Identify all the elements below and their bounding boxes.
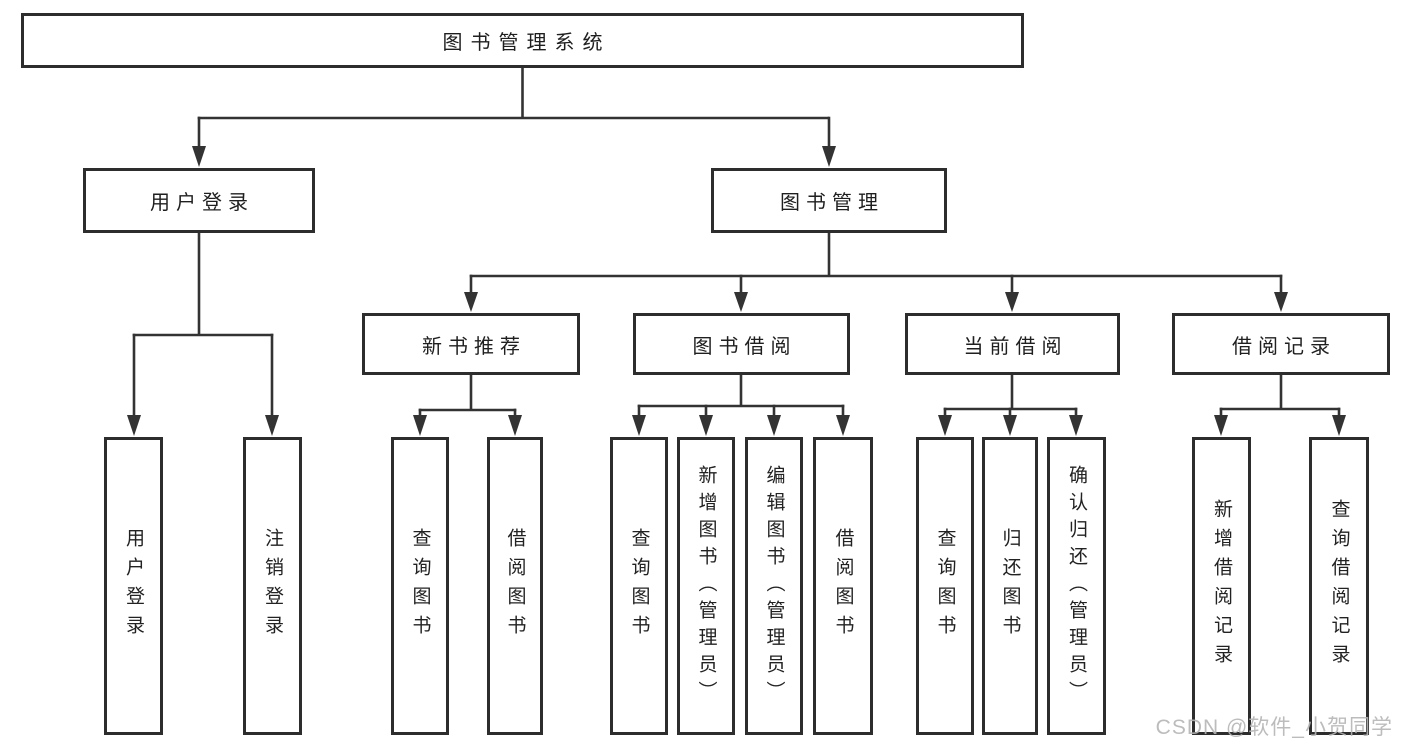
edge-book-borrow-to-leaves	[632, 375, 850, 436]
node-leaf-newrec-borrow-book: 借阅图书	[487, 437, 543, 735]
node-leaf-current-query-book-label: 查询图书	[934, 528, 956, 644]
node-leaf-logout: 注销登录	[243, 437, 302, 735]
node-leaf-current-query-book: 查询图书	[916, 437, 974, 735]
node-leaf-confirm-return-admin: 确认归还（管理员）	[1047, 437, 1106, 735]
node-root-system-label: 图书管理系统	[442, 32, 611, 54]
edge-root-to-level2	[192, 68, 836, 167]
edge-borrow-records-to-leaves	[1214, 375, 1346, 436]
node-leaf-borrow-borrow-book: 借阅图书	[813, 437, 873, 735]
node-book-mgmt: 图书管理	[711, 168, 947, 233]
edge-current-borrow-to-leaves	[938, 375, 1083, 436]
node-leaf-logout-label: 注销登录	[262, 528, 283, 644]
node-leaf-newrec-borrow-book-label: 借阅图书	[504, 528, 526, 644]
node-leaf-edit-book-admin-label: 编辑图书（管理员）	[763, 464, 785, 708]
node-current-borrow: 当前借阅	[905, 313, 1120, 375]
node-leaf-add-book-admin-label: 新增图书（管理员）	[695, 464, 717, 708]
node-new-book-rec: 新书推荐	[362, 313, 580, 375]
edge-new-book-rec-to-leaves	[413, 375, 522, 436]
node-leaf-add-book-admin: 新增图书（管理员）	[677, 437, 735, 735]
node-book-mgmt-label: 图书管理	[780, 192, 884, 214]
node-borrow-records: 借阅记录	[1172, 313, 1390, 375]
node-book-borrow-label: 图书借阅	[692, 335, 797, 358]
node-leaf-query-borrow-record-label: 查询借阅记录	[1328, 499, 1350, 673]
node-leaf-newrec-query-book: 查询图书	[391, 437, 449, 735]
edge-user-login-to-leaves	[127, 233, 279, 436]
node-leaf-return-book: 归还图书	[982, 437, 1038, 735]
node-root-system: 图书管理系统	[21, 13, 1024, 68]
node-leaf-newrec-query-book-label: 查询图书	[409, 528, 431, 644]
node-book-borrow: 图书借阅	[633, 313, 850, 375]
node-leaf-return-book-label: 归还图书	[999, 528, 1021, 644]
node-user-login-label: 用户登录	[150, 192, 254, 214]
node-leaf-user-login: 用户登录	[104, 437, 163, 735]
node-leaf-add-borrow-record-label: 新增借阅记录	[1211, 499, 1232, 673]
node-user-login: 用户登录	[83, 168, 315, 233]
node-leaf-confirm-return-admin-label: 确认归还（管理员）	[1066, 464, 1087, 708]
node-leaf-borrow-query-book: 查询图书	[610, 437, 668, 735]
node-leaf-user-login-label: 用户登录	[123, 528, 144, 644]
node-leaf-borrow-borrow-book-label: 借阅图书	[832, 528, 854, 644]
node-leaf-edit-book-admin: 编辑图书（管理员）	[745, 437, 803, 735]
node-new-book-rec-label: 新书推荐	[422, 335, 526, 358]
edge-book-mgmt-to-level3	[464, 233, 1288, 312]
node-leaf-query-borrow-record: 查询借阅记录	[1309, 437, 1369, 735]
node-leaf-borrow-query-book-label: 查询图书	[628, 528, 650, 644]
node-leaf-add-borrow-record: 新增借阅记录	[1192, 437, 1251, 735]
node-borrow-records-label: 借阅记录	[1232, 335, 1336, 358]
node-current-borrow-label: 当前借阅	[963, 335, 1068, 358]
